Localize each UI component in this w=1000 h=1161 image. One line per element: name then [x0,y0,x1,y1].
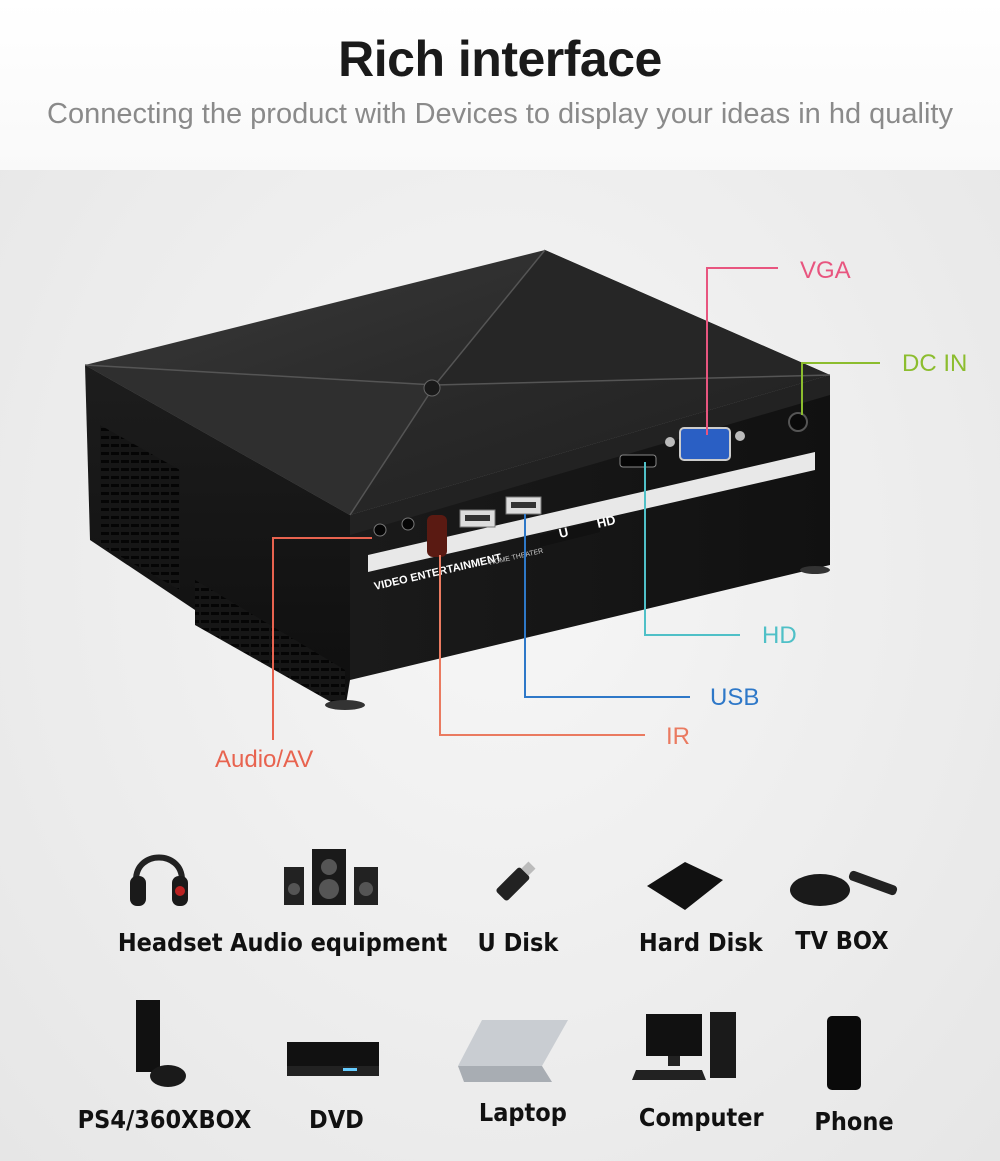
projector-side [85,365,350,710]
port-label-vga: VGA [800,257,851,284]
vga-callout-line [706,267,778,435]
dvd-player-icon [287,1042,379,1076]
device-label-hard-disk: Hard Disk [638,928,763,957]
port-label-ir: IR [666,723,690,750]
device-label-audio-equipment: Audio equipment [230,928,448,957]
hd-callout-line [644,462,740,636]
port-label-dc-in: DC IN [902,350,968,377]
usb-callout-line [524,514,690,698]
page-title: Rich interface [338,31,662,87]
hd-logo-text: HD [595,512,617,531]
laptop-icon [458,1020,568,1082]
port-label-hd: HD [762,622,797,649]
device-label-tv-box: TV BOX [795,926,889,955]
device-label-dvd: DVD [309,1105,364,1134]
hard-disk-icon [647,862,723,910]
audio-callout-line [272,537,372,740]
tv-box-icon [790,870,898,906]
usb-drive-icon [496,861,536,901]
projector-illustration: VIDEO ENTERTAINMENT HOME THEATER HD U [84,249,880,740]
header: Rich interface Connecting the product wi… [0,0,1000,170]
port-label-usb: USB [710,684,760,711]
page-subtitle: Connecting the product with Devices to d… [47,98,953,130]
speaker-system-icon [284,849,378,905]
callout-lines [272,267,880,740]
device-label-headset: Headset [117,928,223,957]
device-label-phone: Phone [814,1107,894,1136]
game-console-icon [136,1000,186,1087]
u-logo-text: U [557,524,570,541]
port-label-audio-av: Audio/AV [215,746,314,773]
desktop-computer-icon [632,1012,736,1080]
product-stage: VIDEO ENTERTAINMENT HOME THEATER HD U VG… [0,170,1000,1161]
phone-icon [827,1016,861,1090]
projector-top [84,249,831,516]
device-label-u-disk: U Disk [477,928,559,957]
headset-icon [130,854,188,906]
dc-in-callout-line [801,362,880,415]
ir-callout-line [439,555,645,736]
device-label-ps4-360xbox: PS4/360XBOX [77,1105,252,1134]
device-label-laptop: Laptop [478,1098,567,1127]
device-label-computer: Computer [638,1103,764,1132]
